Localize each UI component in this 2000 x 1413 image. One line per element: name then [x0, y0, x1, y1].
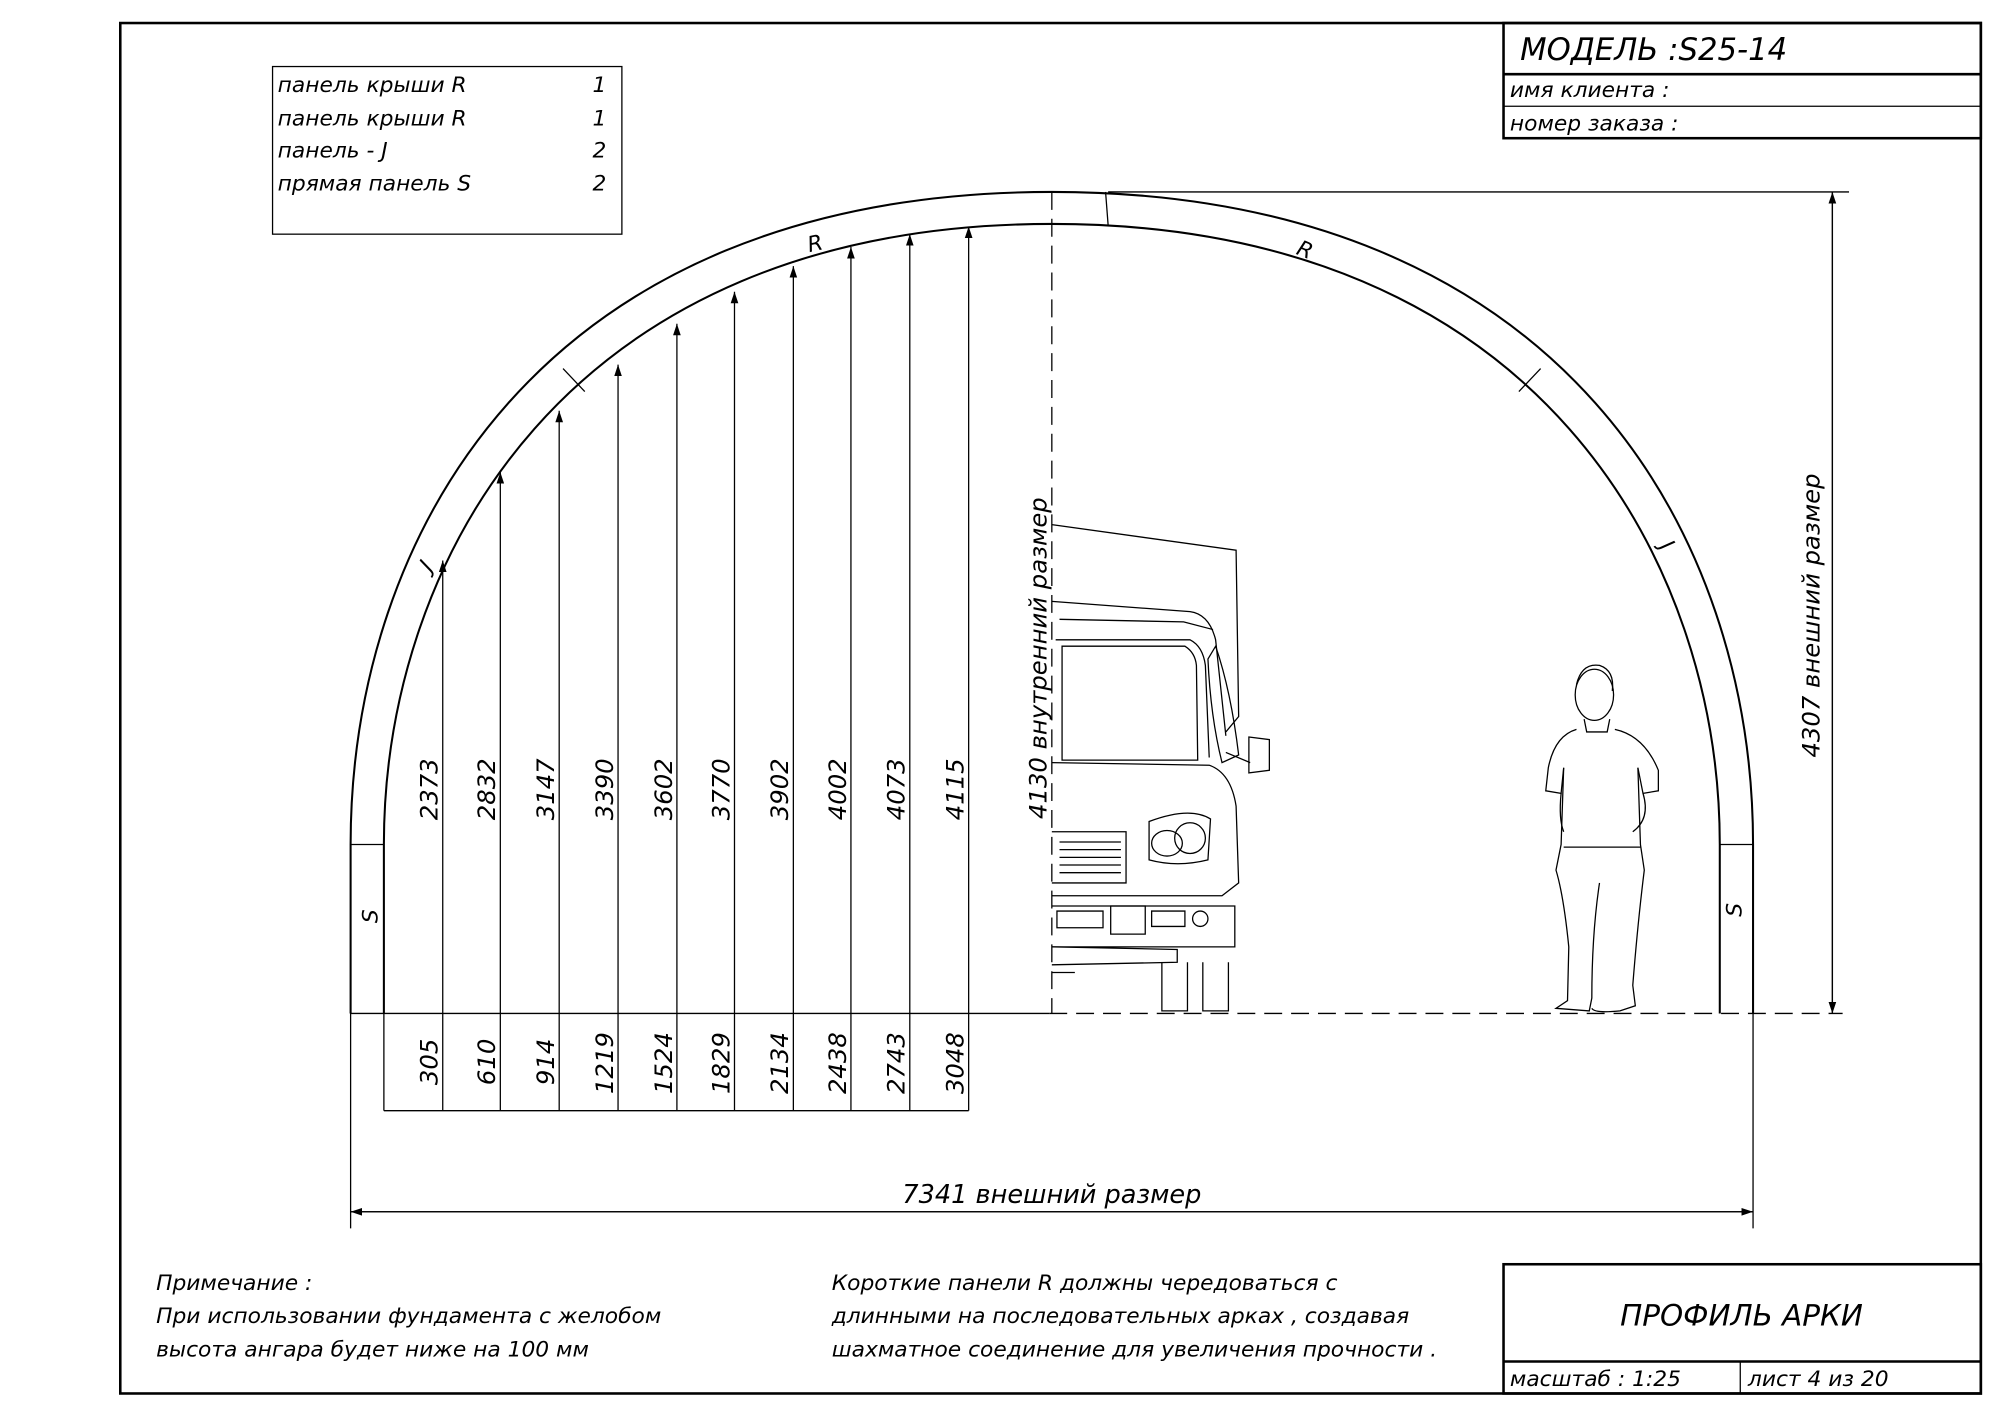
model-label: МОДЕЛЬ :S25-14: [1520, 32, 1787, 68]
height-label: 4073: [882, 758, 911, 820]
offset-label: 2438: [823, 1032, 852, 1094]
note-line: высота ангара будет ниже на 100 мм: [156, 1337, 589, 1362]
note-line: При использовании фундамента с желобом: [156, 1304, 661, 1329]
panel-label-s-left: S: [358, 909, 383, 923]
height-dimensions: [349, 226, 1754, 1229]
panel-label-j-right: J: [1652, 533, 1678, 556]
offset-label: 914: [531, 1039, 560, 1085]
order-label: номер заказа :: [1510, 112, 1679, 137]
offset-label: 1219: [590, 1032, 619, 1094]
note-line: шахматное соединение для увеличения проч…: [832, 1337, 1437, 1362]
offset-label: 610: [472, 1039, 501, 1085]
outer-height-dimension: 4307 внешний размер: [1108, 191, 1850, 1014]
sheet-label: лист 4 из 20: [1747, 1367, 1889, 1392]
sheet-border: [119, 21, 1983, 1395]
height-label: 4002: [823, 758, 852, 820]
part-name: прямая панель S: [278, 172, 472, 197]
parts-table: панель крыши R 1 панель крыши R 1 панель…: [271, 65, 623, 235]
height-label: 4115: [941, 758, 970, 820]
part-qty: 2: [592, 138, 606, 163]
offset-label: 2134: [765, 1032, 794, 1094]
note-line: длинными на последовательных арках , соз…: [831, 1304, 1409, 1329]
part-name: панель крыши R: [278, 73, 467, 98]
client-label: имя клиента :: [1510, 78, 1670, 103]
part-qty: 2: [592, 172, 606, 197]
notes-left: Примечание : При использовании фундамент…: [156, 1271, 661, 1363]
height-label: 3147: [531, 758, 560, 820]
offset-label: 305: [415, 1039, 444, 1085]
panel-label-j-left: J: [413, 556, 439, 579]
offset-label: 1829: [706, 1032, 735, 1094]
height-label: 3902: [765, 758, 794, 820]
inner-height-label: 4130 внутренний размер: [1024, 497, 1053, 819]
height-label: 2373: [415, 758, 444, 820]
part-qty: 1: [592, 73, 606, 98]
offset-labels: 305 610 914 1219 1524 1829 2134 2438 274…: [415, 1032, 970, 1094]
title-block-bottom: ПРОФИЛЬ АРКИ масштаб : 1:25 лист 4 из 20: [1502, 1262, 1983, 1395]
truck-illustration: [1051, 524, 1271, 1012]
notes-right: Короткие панели R должны чередоваться с …: [831, 1271, 1437, 1363]
offset-label: 2743: [882, 1032, 911, 1094]
outer-width-label: 7341 внешний размер: [902, 1180, 1201, 1210]
height-label: 3390: [590, 758, 619, 820]
title-block-top: МОДЕЛЬ :S25-14 имя клиента : номер заказ…: [1502, 21, 1983, 140]
scale-label: масштаб : 1:25: [1510, 1367, 1681, 1392]
panel-label-s-right: S: [1723, 903, 1748, 917]
height-label: 3602: [649, 758, 678, 820]
height-label: 2832: [472, 758, 501, 820]
outer-height-label: 4307 внешний размер: [1797, 473, 1826, 757]
offset-label: 3048: [941, 1032, 970, 1094]
note-line: Примечание :: [156, 1271, 312, 1296]
part-qty: 1: [592, 106, 606, 131]
drawing-title: ПРОФИЛЬ АРКИ: [1620, 1299, 1863, 1333]
offset-label: 1524: [649, 1032, 678, 1094]
outer-width-dimension: 7341 внешний размер: [350, 1180, 1754, 1216]
person-illustration: [1545, 664, 1660, 1013]
panel-label-r-left: R: [805, 230, 825, 258]
note-line: Короткие панели R должны чередоваться с: [832, 1271, 1338, 1296]
height-label: 3770: [706, 758, 735, 820]
panel-label-r-right: R: [1293, 236, 1316, 265]
part-name: панель крыши R: [278, 106, 467, 131]
part-name: панель - J: [278, 138, 388, 163]
height-labels: 2373 2832 3147 3390 3602 3770 3902 4002 …: [415, 758, 970, 820]
